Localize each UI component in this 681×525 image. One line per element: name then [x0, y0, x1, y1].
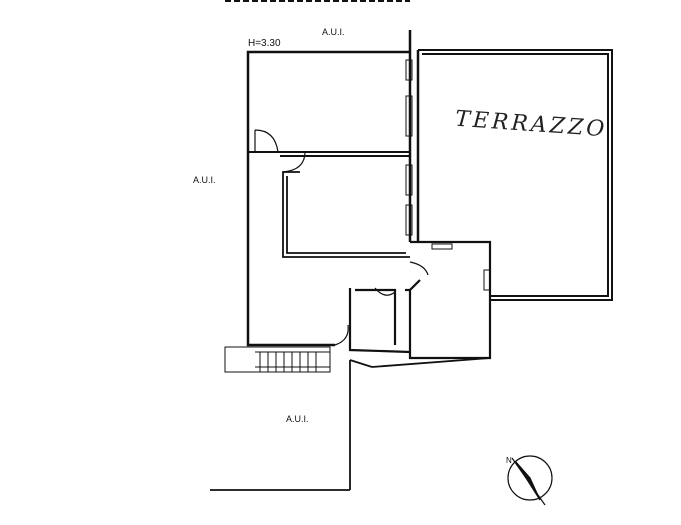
height-label: H=3.30 [248, 38, 281, 49]
compass-north-label: N [506, 456, 512, 465]
area-label-left: A.U.I. [193, 175, 216, 185]
room-lower-right [348, 240, 492, 360]
compass-icon [507, 455, 553, 506]
exterior-walls [246, 30, 420, 347]
area-label-bottom: A.U.I. [286, 414, 309, 424]
area-label-top: A.U.I. [322, 27, 345, 37]
room-middle [282, 171, 410, 258]
stairs [224, 346, 331, 373]
doors [254, 129, 429, 346]
room-top [248, 151, 410, 157]
terrace-outline [418, 49, 613, 301]
property-boundary [210, 357, 491, 491]
